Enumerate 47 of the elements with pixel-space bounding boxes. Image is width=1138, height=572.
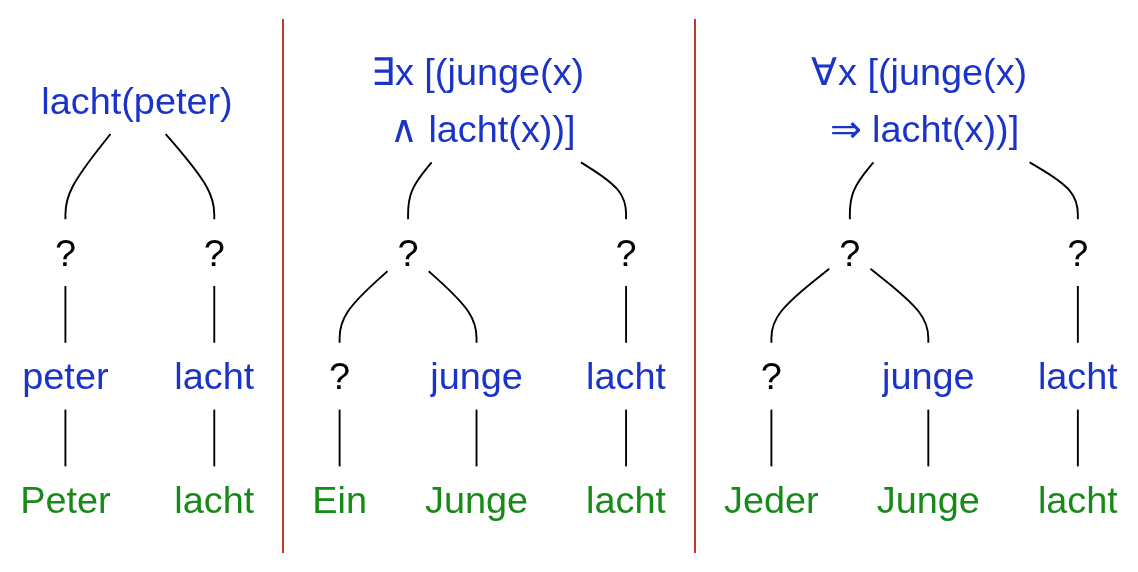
connector (475, 408, 478, 468)
node-text: ? (329, 355, 351, 397)
node-text: lacht (1037, 355, 1118, 397)
connector (407, 161, 433, 221)
connector (770, 408, 773, 468)
connector (338, 270, 389, 344)
connector (869, 267, 930, 344)
connector (625, 285, 628, 344)
node-text: ∃x [(junge(x) ∧ lacht(x))] (370, 51, 585, 150)
node-text: lacht (586, 478, 667, 521)
connector (927, 408, 930, 468)
connector (64, 285, 67, 344)
connector (64, 408, 67, 468)
connector (427, 270, 478, 344)
node-text: ? (839, 231, 861, 274)
node-text: ? (203, 231, 225, 274)
connector (213, 408, 216, 468)
node-text: ? (54, 231, 76, 274)
connector (64, 133, 112, 221)
node-text: Junge (424, 478, 529, 521)
connector (213, 285, 216, 344)
node-text: ? (397, 231, 419, 274)
node-text: peter (22, 355, 109, 397)
node-text: lacht (174, 355, 255, 397)
node-text: Peter (20, 478, 111, 521)
node-text: ? (615, 231, 637, 274)
node-text: lacht(peter) (41, 79, 233, 122)
connector (1028, 161, 1079, 221)
node-text: Ein (312, 478, 367, 521)
node-text: Jeder (724, 478, 819, 521)
connector (848, 161, 875, 221)
node-text: lacht (1037, 478, 1118, 521)
node-text: lacht (586, 355, 667, 397)
connector (338, 408, 341, 468)
connector (625, 408, 628, 468)
node-text: ? (1067, 231, 1089, 274)
connector (580, 161, 628, 221)
node-text: junge (430, 355, 523, 397)
connector (164, 133, 216, 221)
node-text: Junge (876, 478, 980, 521)
connector (770, 267, 831, 344)
node-text: ∀x [(junge(x) ⇒ lacht(x))] (811, 51, 1028, 150)
node-text: lacht (174, 478, 255, 521)
node-text: junge (882, 355, 975, 397)
connector (1076, 285, 1079, 344)
node-text: ? (760, 355, 782, 397)
connector (1076, 408, 1079, 468)
